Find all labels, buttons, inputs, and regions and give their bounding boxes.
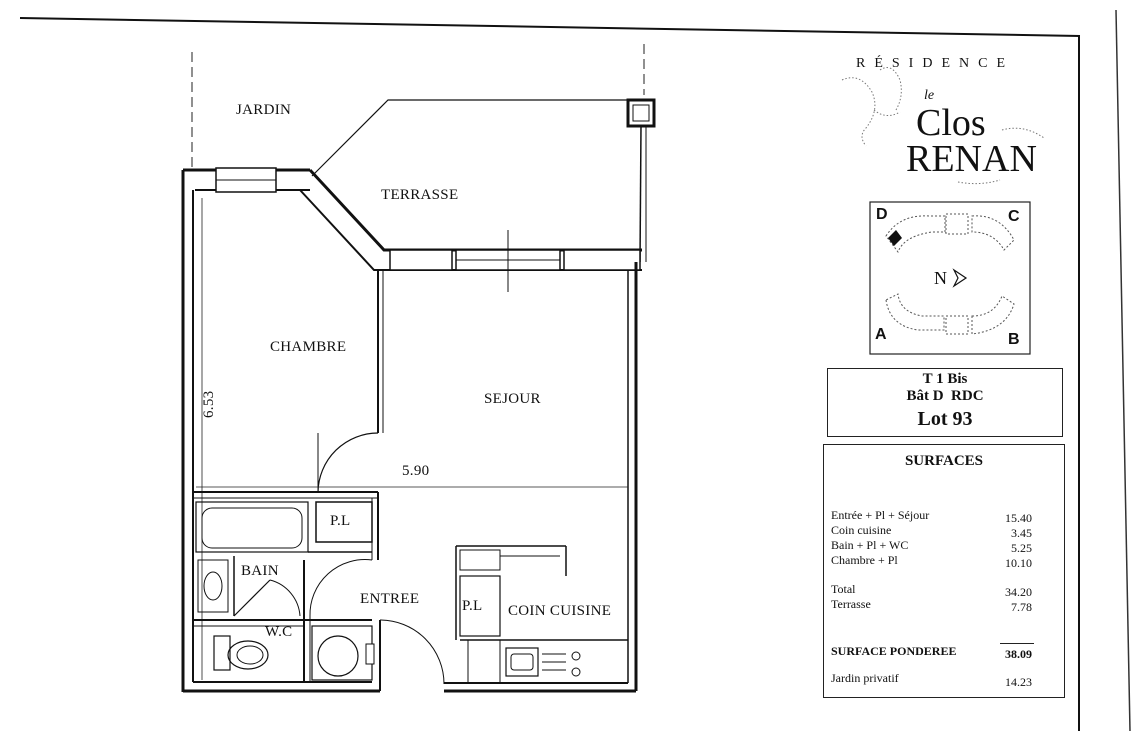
residence-title: RÉSIDENCE [856,56,1014,71]
sejour-label: SEJOUR [484,391,541,407]
weighted-value: 38.09 [1005,647,1032,661]
surface-row-label: Chambre + Pl [831,553,898,567]
surface-row-value: 15.40 [1005,511,1032,525]
pl-label-bath: P.L [330,513,351,529]
residence-le: le [924,88,935,103]
dim-height-label: 6.53 [201,390,217,418]
bain-label: BAIN [241,563,279,579]
map-corner-d: D [876,206,888,223]
surface-row-label: Bain + Pl + WC [831,538,909,552]
terrasse-label: TERRASSE [381,187,459,203]
jardin-label: JARDIN [236,102,292,118]
map-corner-b: B [1008,331,1020,348]
residence-ornament [841,67,1045,185]
coin-cuisine-label: COIN CUISINE [508,603,612,619]
surface-row-value: 10.10 [1005,556,1032,570]
surface-row-label: Coin cuisine [831,523,892,537]
map-north-label: N [934,268,947,288]
lot-building: Bât D RDC [906,388,984,404]
weighted-label: SURFACE PONDEREE [831,644,957,658]
total-value: 34.20 [1005,585,1032,599]
surface-row-label: Entrée + Pl + Séjour [831,508,930,522]
map-corner-a: A [875,326,887,343]
surfaces-box: SURFACES Entrée + Pl + Séjour 15.40 Coin… [823,444,1065,698]
terrasse-label: Terrasse [831,597,871,611]
total-label: Total [831,582,856,596]
lot-box: T 1 Bis Bât D RDC Lot 93 [827,368,1063,437]
residence-renan: RENAN [906,138,1037,180]
orientation-map [869,201,1031,355]
lot-type: T 1 Bis [922,371,968,387]
chambre-label: CHAMBRE [270,339,347,355]
surface-row-value: 3.45 [1011,526,1032,540]
lot-number: Lot 93 [917,408,973,430]
wc-label: W.C [265,624,293,640]
residence-clos: Clos [916,102,986,144]
map-corner-c: C [1008,208,1020,225]
garden-value: 14.23 [1005,675,1032,689]
pl-label-entry: P.L [462,598,483,614]
garden-label: Jardin privatif [831,671,899,685]
terrasse-value: 7.78 [1011,600,1032,614]
weighted-rule [1000,643,1034,644]
entree-label: ENTREE [360,591,420,607]
surface-row-value: 5.25 [1011,541,1032,555]
dim-width-label: 5.90 [402,463,430,479]
surfaces-title: SURFACES [904,453,984,469]
